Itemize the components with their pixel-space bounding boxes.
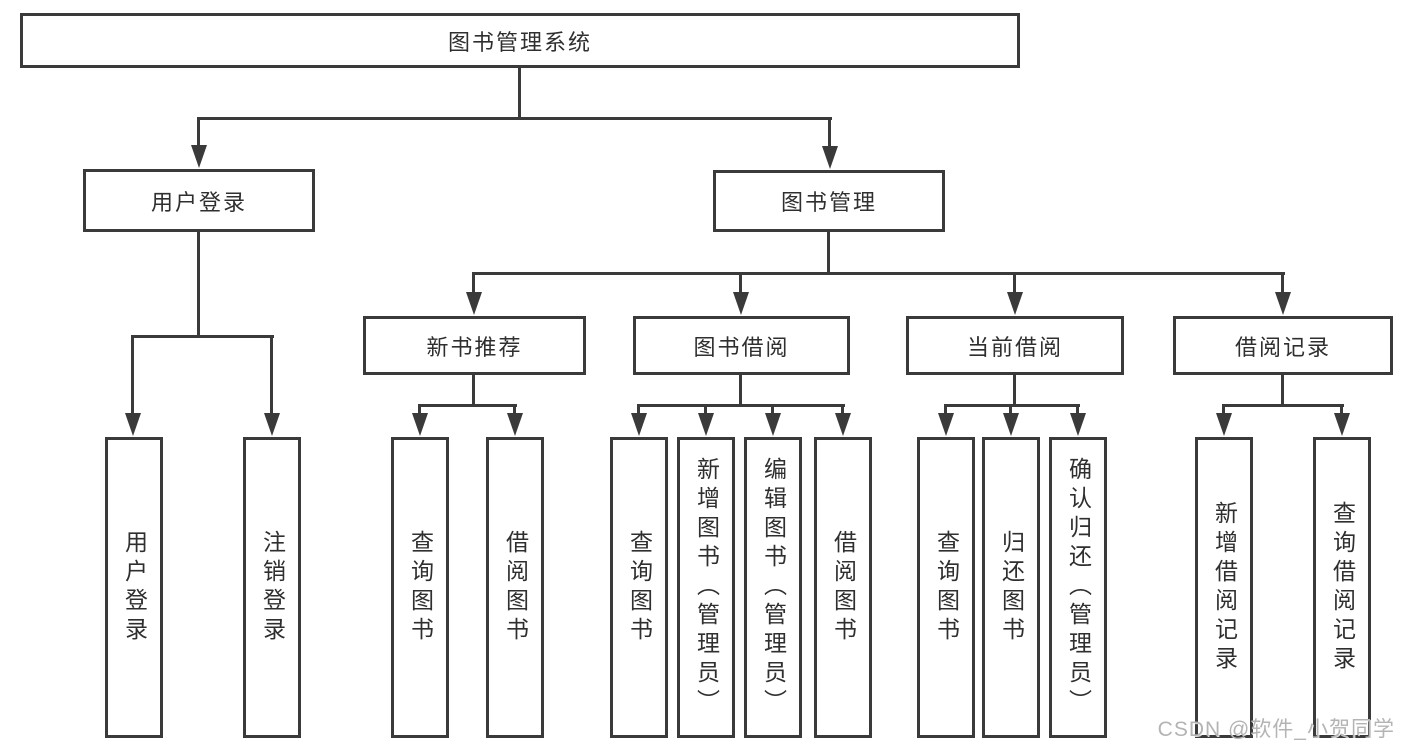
- connector-user-login-stem: [197, 231, 200, 336]
- arrow-to-leaf-add-record: [1222, 405, 1225, 413]
- leaf-logout: 注销登录: [243, 437, 301, 738]
- connector-new-book-stem: [472, 374, 475, 405]
- node-current-borrowing: 当前借阅: [906, 316, 1124, 375]
- arrow-to-book-management: [828, 118, 831, 146]
- arrow-to-new-book-recommendation: [472, 273, 475, 292]
- connector-borrowing-records-stem: [1281, 374, 1284, 405]
- node-book-borrowing: 图书借阅: [633, 316, 850, 375]
- connector-book-borrowing-stem: [739, 374, 742, 405]
- arrow-to-leaf-borrow-books-2: [841, 405, 844, 413]
- node-new-book-recommendation: 新书推荐: [363, 316, 586, 375]
- arrow-to-book-borrowing: [739, 273, 742, 292]
- leaf-add-borrow-record: 新增借阅记录: [1195, 437, 1253, 738]
- connector-user-login-bar: [131, 335, 274, 338]
- arrow-to-leaf-edit-book: [771, 405, 774, 413]
- arrow-to-leaf-add-book: [704, 405, 707, 413]
- node-book-management: 图书管理: [713, 170, 945, 232]
- node-library-management-system: 图书管理系统: [20, 13, 1020, 68]
- leaf-query-borrow-record: 查询借阅记录: [1313, 437, 1371, 738]
- leaf-query-books-2: 查询图书: [610, 437, 668, 738]
- arrow-to-leaf-logout: [270, 336, 273, 413]
- connector-root-stem: [518, 68, 521, 118]
- arrow-to-leaf-query-books-3: [944, 405, 947, 413]
- arrow-to-leaf-query-books-1: [418, 405, 421, 413]
- leaf-borrow-books-2: 借阅图书: [814, 437, 872, 738]
- csdn-watermark: CSDN @软件_小贺同学: [1157, 718, 1395, 741]
- connector-book-management-stem: [827, 231, 830, 273]
- arrow-to-leaf-confirm-return: [1076, 405, 1079, 413]
- leaf-confirm-return-admin: 确认归还（管理员）: [1049, 437, 1107, 738]
- arrow-to-leaf-query-record: [1340, 405, 1343, 413]
- connector-new-book-bar: [418, 404, 517, 407]
- arrow-to-user-login: [197, 118, 200, 145]
- arrow-to-leaf-borrow-books-1: [513, 405, 516, 413]
- node-user-login: 用户登录: [83, 169, 315, 232]
- connector-current-borrowing-stem: [1013, 374, 1016, 405]
- arrow-to-leaf-query-books-2: [637, 405, 640, 413]
- connector-level3-bar: [472, 272, 1285, 275]
- arrow-to-leaf-return-book: [1009, 405, 1012, 413]
- leaf-return-book: 归还图书: [982, 437, 1040, 738]
- leaf-borrow-books-1: 借阅图书: [486, 437, 544, 738]
- leaf-edit-book-admin: 编辑图书（管理员）: [744, 437, 802, 738]
- connector-current-borrowing-bar: [944, 404, 1080, 407]
- leaf-user-login: 用户登录: [105, 437, 163, 738]
- connector-borrowing-records-bar: [1222, 404, 1344, 407]
- arrow-to-current-borrowing: [1013, 273, 1016, 292]
- node-borrowing-records: 借阅记录: [1173, 316, 1393, 375]
- leaf-add-book-admin: 新增图书（管理员）: [677, 437, 735, 738]
- leaf-query-books-3: 查询图书: [917, 437, 975, 738]
- arrow-to-leaf-user-login: [131, 336, 134, 413]
- connector-level2-bar: [197, 117, 832, 120]
- leaf-query-books-1: 查询图书: [391, 437, 449, 738]
- connector-book-borrowing-bar: [637, 404, 845, 407]
- arrow-to-borrowing-records: [1281, 273, 1284, 292]
